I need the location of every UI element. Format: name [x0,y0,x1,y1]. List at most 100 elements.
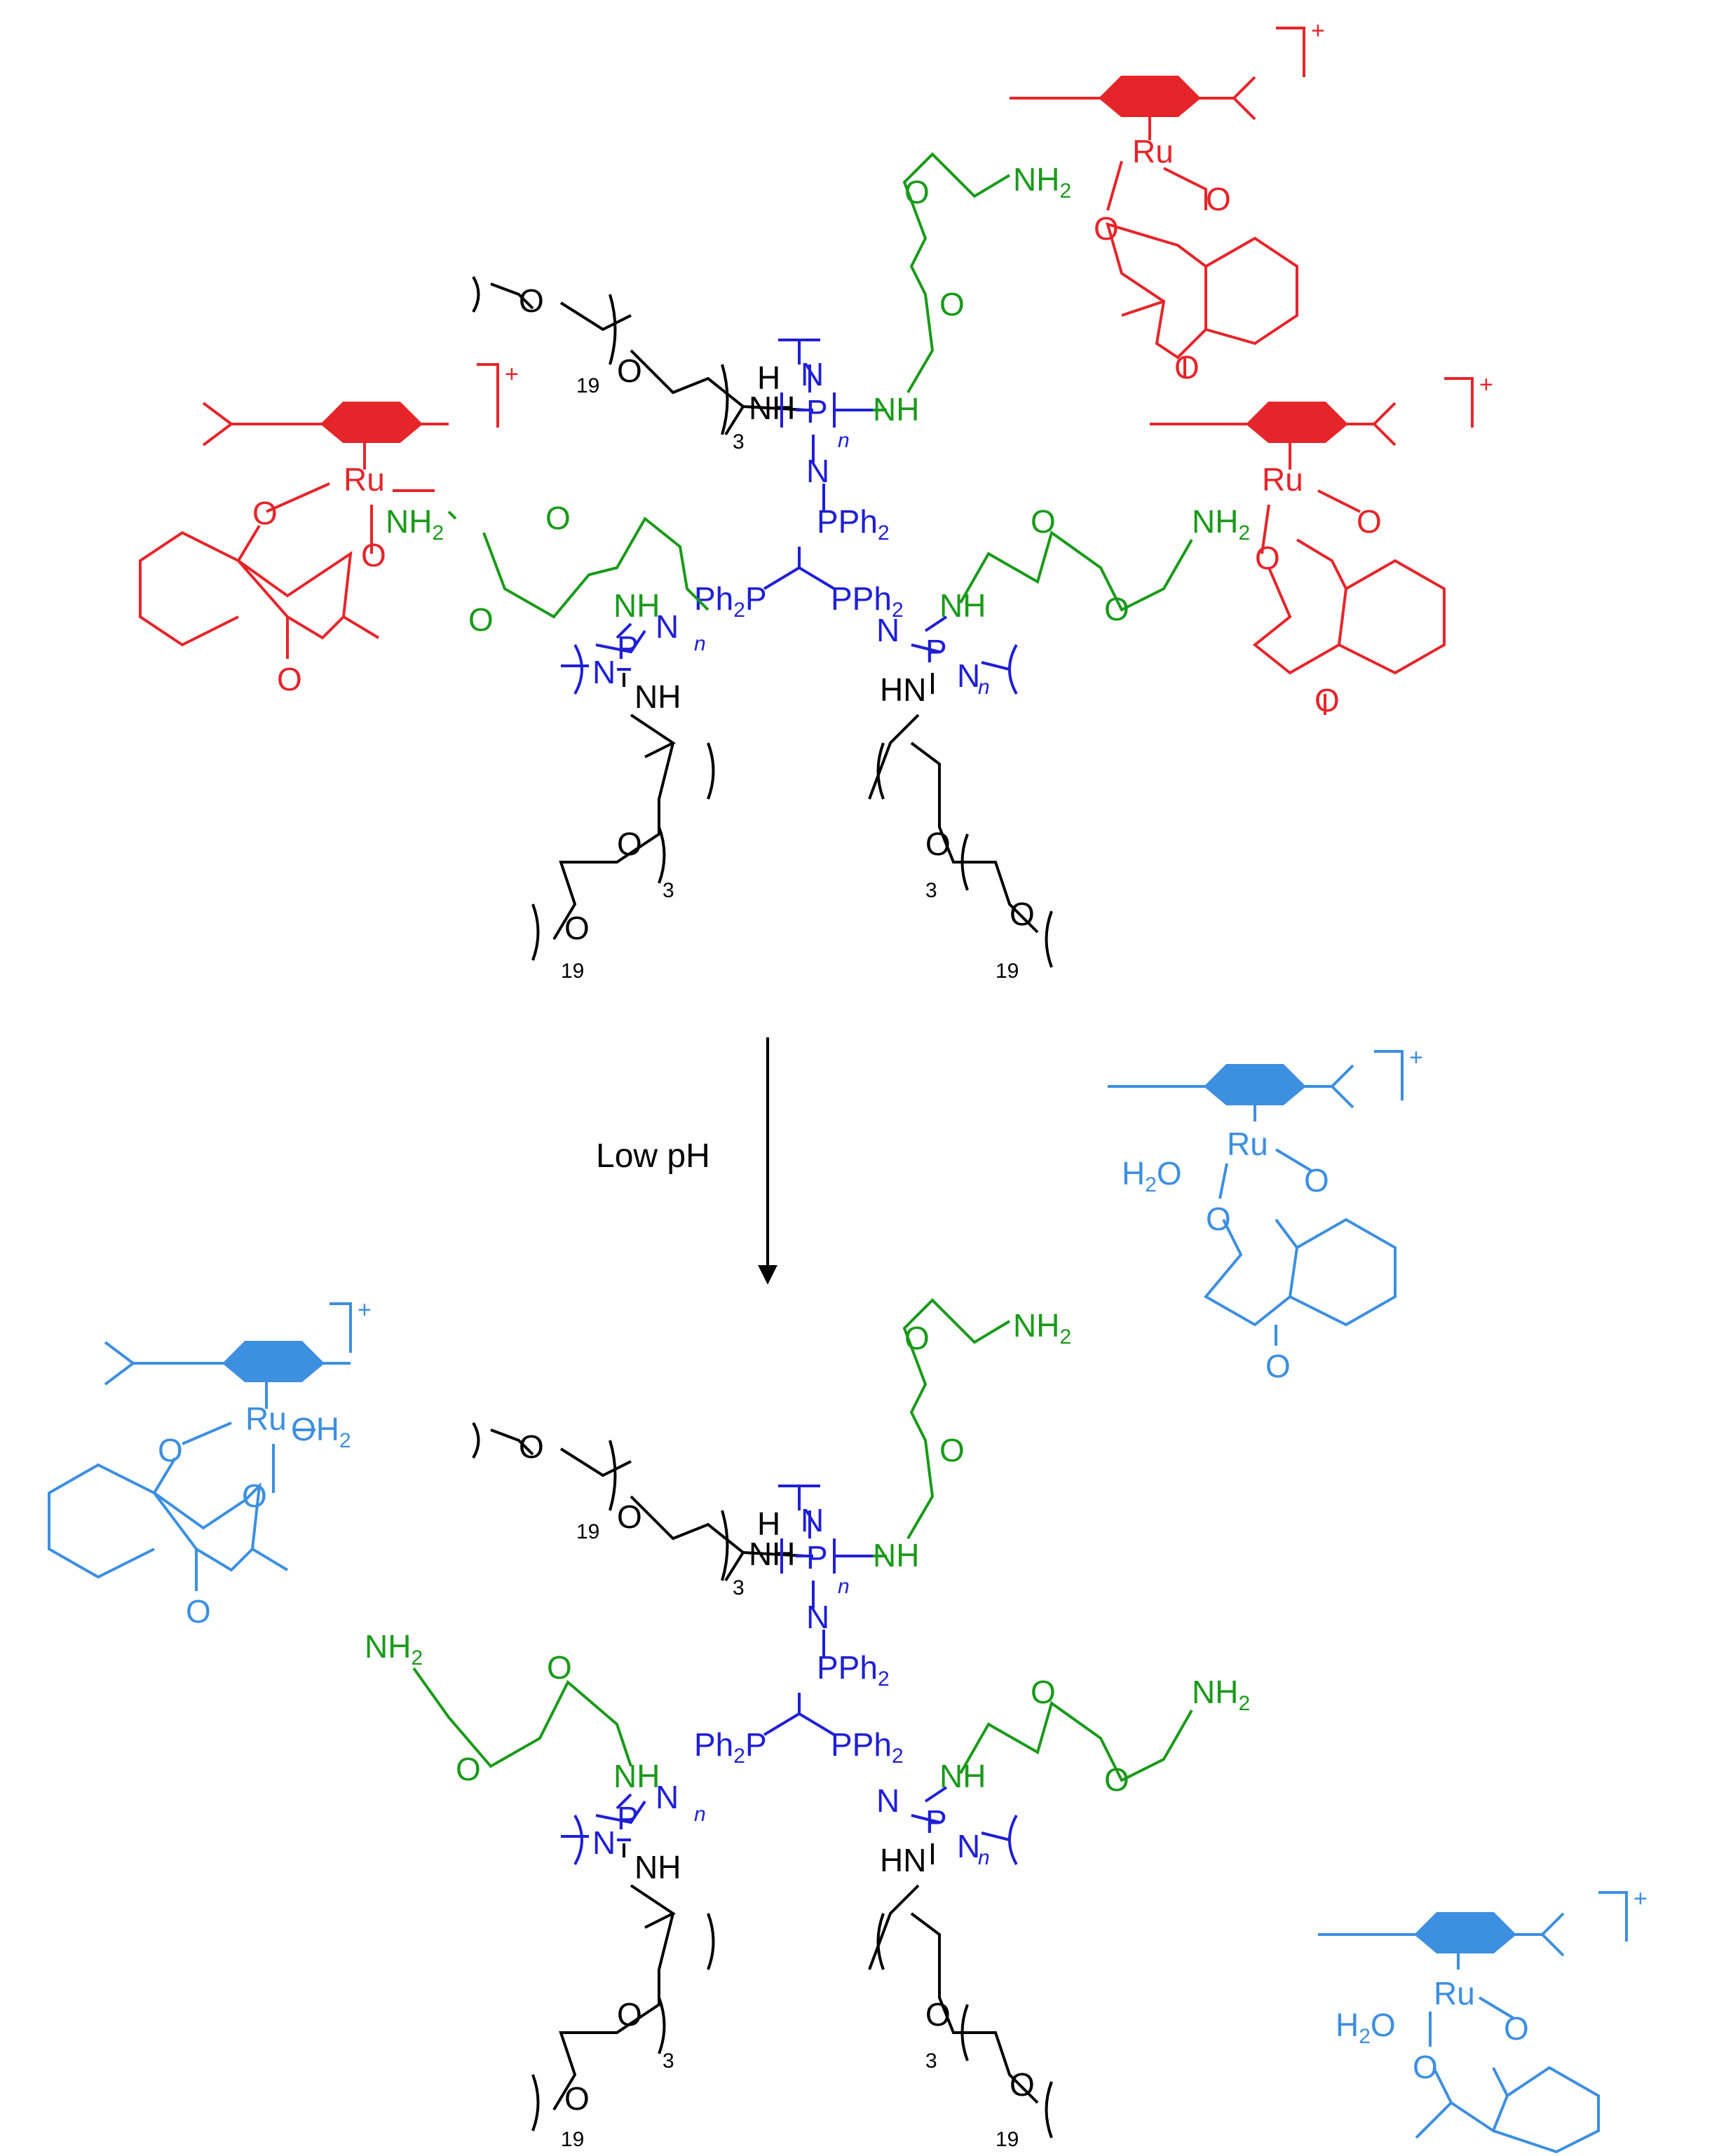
ruthenium-label: Ru [1434,1975,1475,2012]
peg-arm-bottom-right: HN O O 3 19 [868,671,1053,983]
repeat-index: 3 [925,879,937,902]
nitrogen-label: N [876,612,899,648]
water-label: H2O [1336,2007,1396,2048]
nh-label: NH [939,587,986,624]
nitrogen-label: N [806,453,829,489]
ruthenium-label: Ru [344,461,385,498]
nh2-label: NH2 [1013,161,1071,203]
oxygen-label: O [564,910,590,946]
oxygen-label: O [456,1751,481,1787]
oxygen-label: O [925,1996,951,2033]
repeat-n-label: n [978,1846,990,1869]
oxygen-label: O [1504,2010,1529,2047]
conjugate-after: O O 19 3 NH H N P n N PPh2 Ph2P PPh2 NH … [365,1298,1250,2151]
oxygen-label: O [1304,1162,1329,1199]
oxygen-label: O [361,537,386,573]
oxygen-label: O [1174,349,1200,386]
nh-label: NH [634,1849,681,1885]
nh-label: NH [613,1758,660,1794]
oxygen-label: O [1265,1348,1291,1384]
charge-label: + [1311,18,1325,44]
oxygen-label: O [617,1996,642,2033]
oxygen-label: O [545,500,571,536]
ru-complex-released-lower-right: Ru H2O O O + [1318,1885,1648,2154]
peg-arm-bottom-left-after: NH O O 3 19 [531,1843,715,2151]
nitrogen-label: N [655,608,679,645]
phosphazene-right: N P N n [876,612,1018,699]
oxygen-label: O [1010,2066,1035,2103]
oxygen-label: O [1413,2049,1438,2085]
charge-label: + [1479,371,1493,398]
nitrogen-label: N [655,1779,679,1815]
phosphorus-label: P [925,633,947,669]
nh-label: NH [873,391,919,428]
nh2-label: NH2 [1192,503,1250,545]
nh2-label: NH2 [365,1628,423,1670]
nitrogen-label: N [592,1824,616,1861]
ru-complex-released-upper-right: Ru H2O O O O + [1108,1044,1423,1384]
pph2-label: PPh2 [831,580,904,622]
oxygen-label: O [1255,540,1280,576]
hydroxyl-label: OH2 [291,1411,351,1452]
repeat-index: 3 [733,430,745,453]
phosphorus-label: P [806,393,828,430]
oxygen-label: O [925,826,951,862]
ruthenium-label: Ru [245,1400,287,1437]
oxygen-label: O [1206,181,1231,217]
nitrogen-label: N [957,1828,980,1864]
repeat-index: 3 [925,2049,937,2073]
nh-label: NH [634,678,681,715]
ruthenium-label: Ru [1227,1126,1268,1162]
oxygen-label: O [939,286,965,322]
repeat-index: 19 [561,960,584,983]
pph2-label: PPh2 [817,1649,890,1691]
ph2p-label: Ph2P [694,1726,767,1768]
nitrogen-label: N [957,657,980,694]
oxygen-label: O [1031,1674,1056,1710]
condition-label: Low pH [596,1138,710,1175]
repeat-n-label: n [838,429,850,452]
oxygen-label: O [617,353,642,389]
phosphorus-label: P [617,1800,639,1836]
repeat-n-label: n [838,1575,850,1598]
ruthenium-label: Ru [1132,133,1174,170]
oxygen-label: O [468,601,494,638]
phosphazene-right-after: N P N n [876,1782,1018,1869]
nh2-label: NH2 [1192,1674,1250,1715]
linker-top-after: NH O O NH2 [873,1298,1071,1574]
conjugate-before: O O 19 3 NH H N P n N PPh2 Ph2P PPh2 NH … [139,14,1493,983]
ph2p-label: Ph2P [694,580,767,622]
oxygen-label: O [564,2080,590,2117]
oxygen-label: O [519,1428,544,1465]
oxygen-label: O [617,826,642,862]
repeat-index: 19 [576,1520,599,1543]
nitrogen-label: N [801,1502,824,1538]
linker-left-after: NH2 O O NH [365,1628,660,1794]
oxygen-label: O [1094,210,1119,247]
nh-label: NH [749,1536,795,1572]
oxygen-label: O [186,1593,211,1630]
peg-arm-top-left-after: O O 19 3 NH H [472,1421,807,1599]
repeat-n-label: n [694,632,706,655]
nh2-label: NH2 [386,503,444,545]
oxygen-label: O [1206,1201,1231,1237]
h-label: H [757,360,780,396]
ruthenium-label: Ru [1262,461,1303,498]
pph2-label: PPh2 [817,503,890,545]
repeat-index: 3 [663,2049,674,2073]
nh-label: NH [749,390,795,426]
repeat-index: 3 [733,1576,745,1599]
oxygen-label: O [252,495,278,531]
oxygen-label: O [1314,682,1340,718]
repeat-index: 19 [561,2128,584,2151]
nitrogen-label: N [806,1599,829,1635]
linker-right-after: NH O O NH2 [939,1674,1250,1798]
nh2-label: NH2 [1013,1307,1071,1349]
phosphorus-label: P [617,629,639,666]
phosphazene-core-top: N P n N PPh2 Ph2P PPh2 [694,339,904,622]
oxygen-label: O [904,1320,930,1356]
phosphazene-left-after: N P N n [561,1779,706,1865]
h-label: H [757,1506,780,1542]
phosphorus-label: P [925,1803,947,1840]
repeat-index: 19 [996,960,1019,983]
